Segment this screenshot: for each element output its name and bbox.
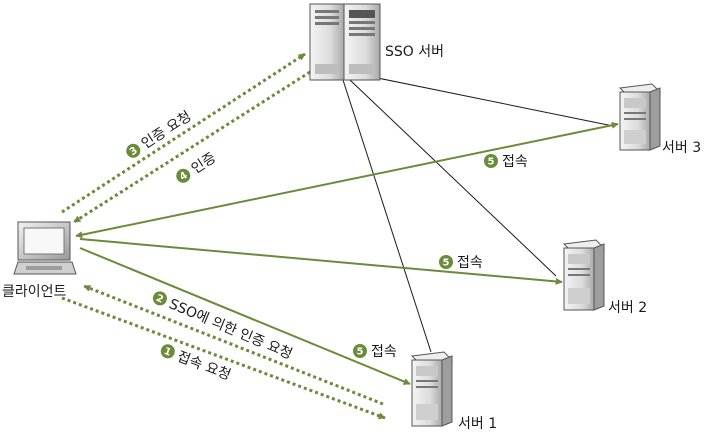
link-sso-server2 [349,79,557,277]
step-access-server3: 5 접속 [484,154,528,170]
step-text: 접속 [457,255,483,271]
step-number: 5 [357,347,364,358]
server3-label: 서버 3 [662,140,701,156]
sso-server-label: SSO 서버 [385,44,444,60]
step-access-request: 1 접속 요청 [160,344,233,384]
link-sso-server1 [342,79,432,353]
step-number: 1 [162,346,172,359]
step-access-server2: 5 접속 [439,255,483,271]
step-text: 접속 [371,344,397,360]
step-badge [160,344,175,359]
step-badge [439,255,453,269]
server1-icon [410,351,454,427]
step-badge [353,344,367,358]
server3-icon [618,83,662,151]
sso-server-icon [309,3,381,81]
auth-request-arrow [61,52,306,214]
server2-label: 서버 2 [608,300,647,316]
access-arrow-server2 [79,238,563,285]
step-text: 인증 요청 [139,108,195,152]
server1-label: 서버 1 [458,416,497,432]
step-number: 4 [178,170,190,183]
client-label: 클라이언트 [2,284,67,300]
access-arrow-server3 [75,121,619,239]
access-request-arrow [61,296,386,420]
step-number: 5 [488,157,495,168]
auth-response-arrow [73,70,311,224]
step-badge [176,168,191,183]
server2-icon [562,239,606,311]
step-text: 접속 요청 [175,349,233,384]
sso-auth-request-arrow [83,284,384,406]
step-auth: 4 인증 [176,150,219,183]
step-number: 3 [128,145,140,158]
step-number: 2 [154,293,165,306]
link-sso-server3 [357,73,614,127]
client-computer-icon [13,221,77,275]
step-text: 접속 [502,154,528,170]
step-number: 5 [443,258,450,269]
step-badge [126,143,141,158]
step-badge [484,154,498,168]
step-badge [152,291,167,306]
access-arrow-server1 [79,247,411,385]
step-auth-request: 3 인증 요청 [126,108,195,158]
step-access-server1: 5 접속 [353,344,397,360]
step-text: 인증 [189,150,219,178]
